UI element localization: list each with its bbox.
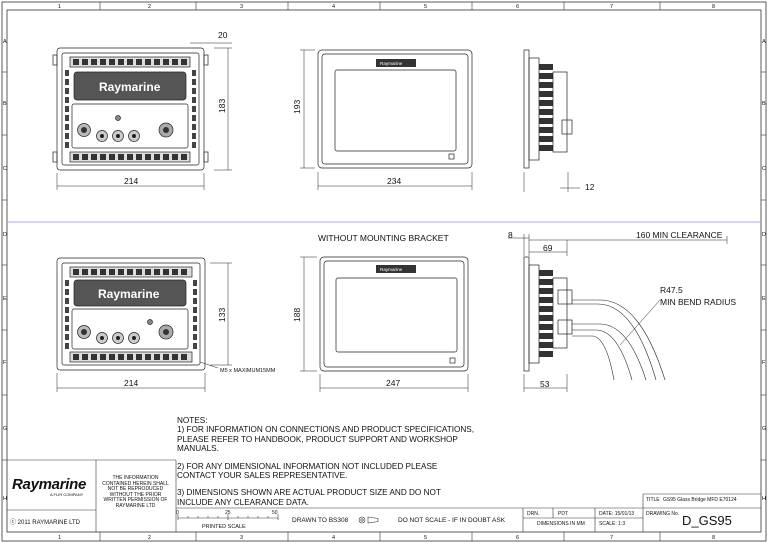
company-sub: A FLIR COMPANY	[50, 492, 84, 497]
row-label: H	[3, 496, 7, 502]
note-2: 2) FOR ANY DIMENSIONAL INFORMATION NOT I…	[177, 461, 438, 481]
row-label: C	[3, 166, 7, 172]
company-logo: Raymarine	[12, 476, 87, 493]
col-label: 6	[516, 4, 519, 10]
col-label: 5	[424, 4, 427, 10]
top-front-brand: Raymarine	[380, 61, 403, 66]
col-label: 7	[610, 4, 613, 10]
drn-label: DRN.	[527, 511, 540, 517]
note-3: 3) DIMENSIONS SHOWN ARE ACTUAL PRODUCT S…	[177, 488, 441, 507]
row-label: B	[762, 101, 766, 107]
drawn-to: DRAWN TO BS308	[292, 517, 349, 524]
screw-note: M5 x MAXIMUM15MM	[220, 368, 276, 374]
row-label: E	[3, 296, 7, 302]
row-label: A	[762, 39, 766, 45]
col-label: 8	[712, 4, 715, 10]
col-label: 1	[58, 535, 61, 541]
col-label: 2	[148, 535, 151, 541]
row-label: G	[3, 426, 7, 432]
dim-bottom-rear-height: 133	[217, 308, 227, 322]
row-label: A	[3, 39, 7, 45]
bottom-front-view	[300, 256, 469, 392]
row-label: D	[762, 232, 766, 238]
dim-top-20: 20	[218, 30, 228, 40]
dim-bottom-side-depth: 53	[540, 379, 550, 389]
top-rear-view	[52, 42, 232, 190]
scale-value: SCALE: 1:3	[599, 521, 626, 527]
drawing-no-label: DRAWING No.	[646, 511, 680, 517]
disclaimer: THE INFORMATION CONTAINED HEREIN SHALL N…	[102, 475, 169, 509]
row-label: B	[3, 101, 7, 107]
col-label: 5	[424, 535, 427, 541]
title-block	[7, 459, 761, 532]
bend-radius-value: R47.5	[660, 285, 683, 295]
bottom-rear-view	[56, 257, 232, 392]
row-label: F	[762, 360, 766, 366]
dim-bracket-8: 8	[508, 230, 513, 240]
col-label: 7	[610, 535, 613, 541]
top-front-view	[300, 49, 473, 190]
drn-value: PDT	[558, 511, 568, 517]
section-label: WITHOUT MOUNTING BRACKET	[318, 233, 449, 243]
do-not-scale: DO NOT SCALE - IF IN DOUBT ASK	[398, 517, 506, 524]
bottom-rear-brand: Raymarine	[98, 287, 160, 301]
date-label: DATE: 15/01/13	[599, 511, 635, 517]
dim-bottom-front-height: 188	[292, 308, 302, 322]
title-value: GS95 Glass Bridge MFD E70124	[663, 497, 737, 503]
bottom-front-brand: Raymarine	[380, 267, 403, 272]
scale-tick: 0	[176, 510, 179, 516]
col-label: 8	[712, 535, 715, 541]
top-side-view	[523, 49, 580, 192]
top-rear-brand: Raymarine	[99, 80, 161, 94]
scale-ticks: 0 25 50	[176, 510, 278, 516]
title-label: TITLE	[646, 497, 660, 503]
dim-69: 69	[543, 243, 553, 253]
bottom-side-view	[508, 234, 728, 392]
row-label: G	[762, 426, 766, 432]
dim-bottom-front-width: 247	[386, 378, 400, 388]
bend-radius-label: MIN BEND RADIUS	[660, 297, 736, 307]
row-label: F	[3, 360, 7, 366]
col-label: 4	[332, 535, 335, 541]
copyright: ⓒ 2011 RAYMARINE LTD	[10, 520, 81, 526]
printed-scale: PRINTED SCALE	[202, 524, 246, 530]
dim-bottom-rear-width: 214	[124, 378, 138, 388]
note-1: 1) FOR INFORMATION ON CONNECTIONS AND PR…	[177, 425, 475, 454]
row-label: D	[3, 232, 7, 238]
col-label: 3	[240, 4, 243, 10]
dimensions-note: DIMENSIONS IN MM	[537, 521, 585, 527]
clearance-label: 160 MIN CLEARANCE	[636, 230, 723, 240]
dim-top-front-height: 193	[292, 100, 302, 114]
notes-block: NOTES: 1) FOR INFORMATION ON CONNECTIONS…	[177, 416, 477, 515]
dim-top-side-depth: 12	[585, 182, 595, 192]
dim-top-rear-width: 214	[124, 176, 138, 186]
dim-top-front-width: 234	[387, 176, 401, 186]
grid-labels: 1 2 3 4 5 6 7 8 1 2 3 4 5 6 7 8 A B C D …	[3, 4, 766, 541]
col-label: 1	[58, 4, 61, 10]
row-label: C	[762, 166, 766, 172]
row-label: E	[762, 296, 766, 302]
col-label: 3	[240, 535, 243, 541]
notes-heading: NOTES:	[177, 416, 208, 425]
scale-tick: 50	[272, 510, 278, 516]
drawing-number: D_GS95	[682, 513, 732, 528]
row-label: H	[762, 496, 766, 502]
col-label: 4	[332, 4, 335, 10]
dim-top-rear-height: 183	[217, 99, 227, 113]
col-label: 2	[148, 4, 151, 10]
col-label: 6	[516, 535, 519, 541]
scale-tick: 25	[225, 510, 231, 516]
inner-frame	[6, 9, 762, 533]
